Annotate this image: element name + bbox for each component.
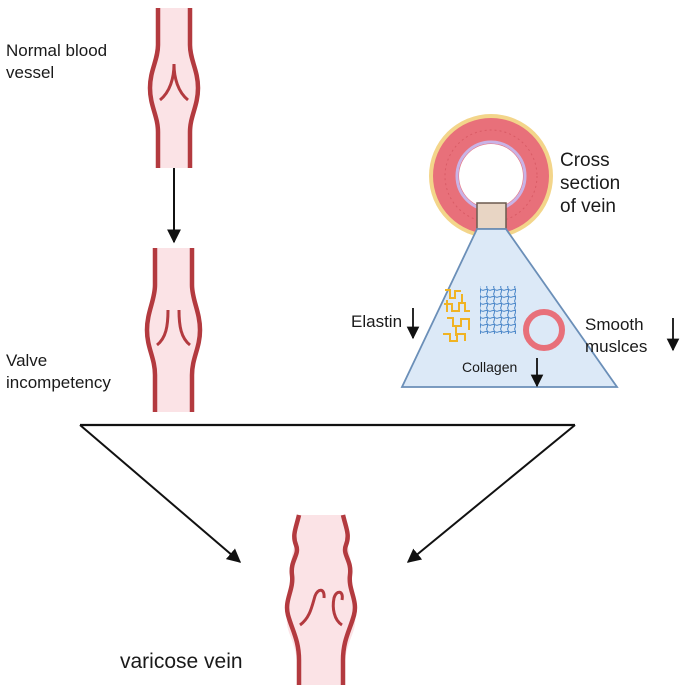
varicose-vein-label: varicose vein <box>120 650 243 673</box>
valve-label-line2: incompetency <box>6 373 111 392</box>
tissue-panel <box>400 228 619 388</box>
normal-vessel <box>147 8 201 168</box>
valve-label-line1: Valve <box>6 351 47 370</box>
cross-section-label-line1: Cross <box>560 150 610 171</box>
elastin-label: Elastin <box>351 312 402 331</box>
smooth-muscle-ring <box>523 309 565 351</box>
smooth-muscle-label-line2: muslces <box>585 337 647 356</box>
collagen-fibers <box>480 286 516 334</box>
incompetent-vessel <box>144 248 203 412</box>
vein-cross-section <box>429 114 553 238</box>
normal-vessel-label-line1: Normal blood <box>6 41 107 60</box>
tissue-sample-block <box>476 202 507 230</box>
collagen-label: Collagen <box>462 359 517 375</box>
convergence-funnel <box>79 423 576 563</box>
varicose-vein <box>284 514 358 685</box>
cross-section-label-line3: of vein <box>560 196 616 217</box>
smooth-muscle-label-line1: Smooth <box>585 315 644 334</box>
normal-vessel-label-line2: vessel <box>6 63 54 82</box>
elastin-fibers <box>443 289 470 342</box>
cross-section-label-line2: section <box>560 173 620 194</box>
